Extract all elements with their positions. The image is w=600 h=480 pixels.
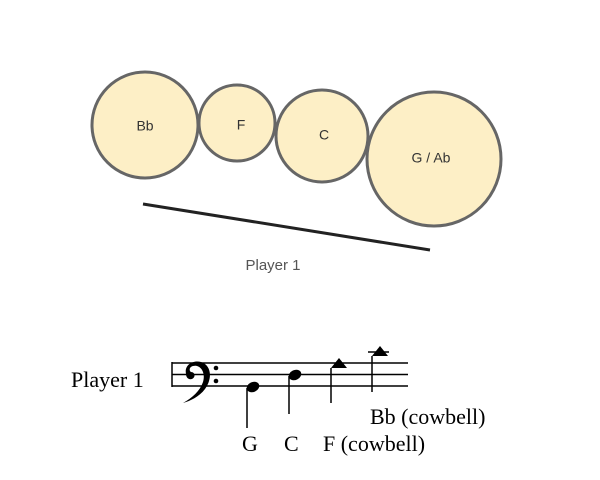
- note-f-cowbell: [330, 358, 347, 403]
- note-label-bb-cowbell: Bb (cowbell): [370, 404, 485, 429]
- drum-label-f: F: [237, 117, 246, 133]
- drum-label-bb: Bb: [136, 118, 153, 134]
- bass-clef-icon: [183, 361, 219, 403]
- player-position-line: [142, 202, 431, 252]
- drum-label-g-ab: G / Ab: [412, 150, 451, 166]
- note-label-g: G: [242, 431, 258, 456]
- note-label-f-cowbell: F (cowbell): [323, 431, 425, 456]
- drum-g-ab: [365, 90, 503, 228]
- note-bb-cowbell: [368, 346, 389, 392]
- note-g: [246, 381, 260, 428]
- drum-c: [274, 88, 370, 184]
- timpani-setup: Bb F C G / Ab Player 1: [90, 70, 503, 274]
- note-c: [288, 369, 302, 414]
- drum-label-c: C: [319, 127, 329, 143]
- staff-player-label: Player 1: [71, 367, 144, 392]
- notation: Player 1 G C F (: [71, 346, 485, 456]
- setup-player-label: Player 1: [245, 257, 300, 274]
- note-label-c: C: [284, 431, 299, 456]
- drum-f: [197, 83, 277, 163]
